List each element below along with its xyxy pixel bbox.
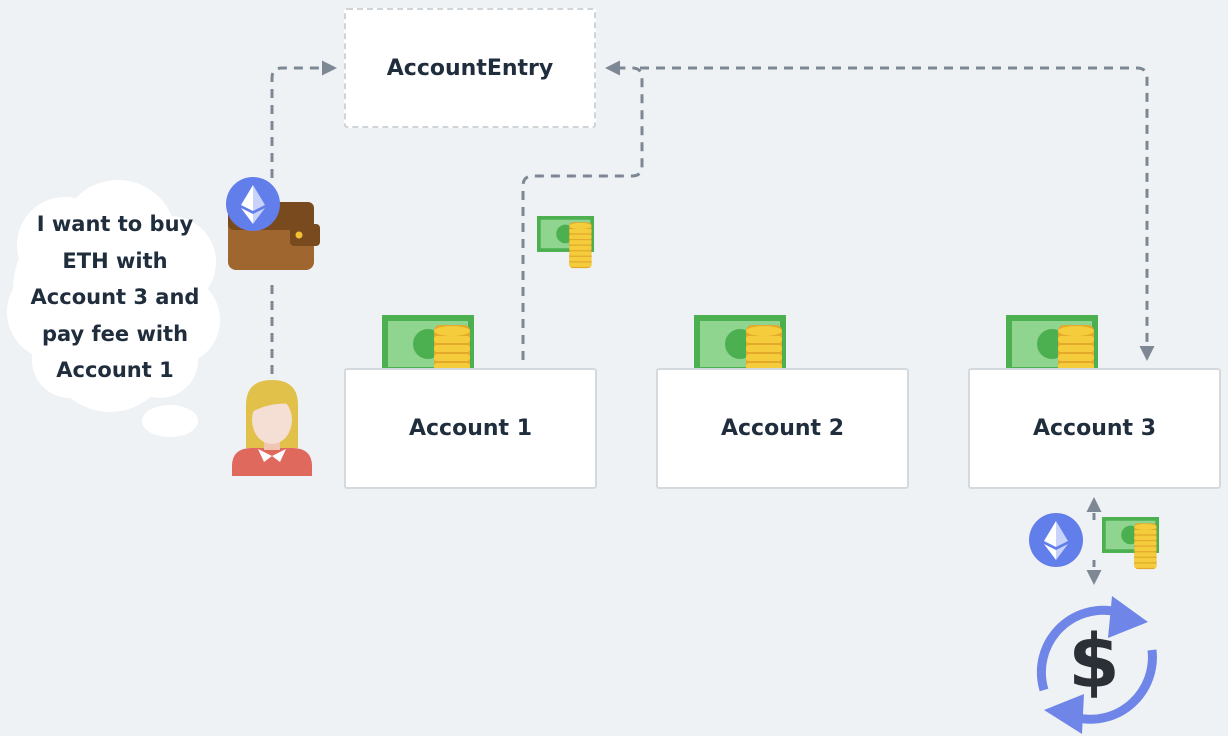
user-avatar-icon (232, 380, 312, 476)
thought-text: I want to buy ETH with Account 3 and pay… (20, 206, 210, 389)
thought-line: ETH with (62, 248, 168, 273)
ethereum-icon-wallet (226, 177, 280, 231)
account-3-label: Account 3 (1032, 416, 1157, 441)
account-entry-label: AccountEntry (386, 55, 554, 81)
cash-coins-icon-transfer (537, 216, 595, 269)
currency-exchange-icon (1036, 596, 1157, 734)
cash-coins-icon-exchange (1102, 517, 1160, 570)
connector-account1-to-entry (521, 60, 644, 360)
connector-entry-to-account3 (640, 66, 1155, 361)
account-1-label: Account 1 (408, 416, 533, 441)
connector-user-to-entry (270, 60, 337, 374)
thought-line: Account 1 (56, 358, 174, 382)
account-2-label: Account 2 (720, 416, 845, 441)
thought-line: I want to buy (36, 212, 194, 236)
thought-line: pay fee with (41, 321, 189, 346)
account-3-box: Account 3 (968, 368, 1221, 489)
thought-bubble (7, 180, 220, 437)
dollar-sign-icon: $ (1068, 619, 1120, 705)
account-1-box: Account 1 (344, 368, 597, 489)
account-2-box: Account 2 (656, 368, 909, 489)
ethereum-icon-exchange (1029, 513, 1083, 567)
account-entry-box: AccountEntry (344, 8, 596, 128)
thought-line: Account 3 and (30, 285, 200, 309)
